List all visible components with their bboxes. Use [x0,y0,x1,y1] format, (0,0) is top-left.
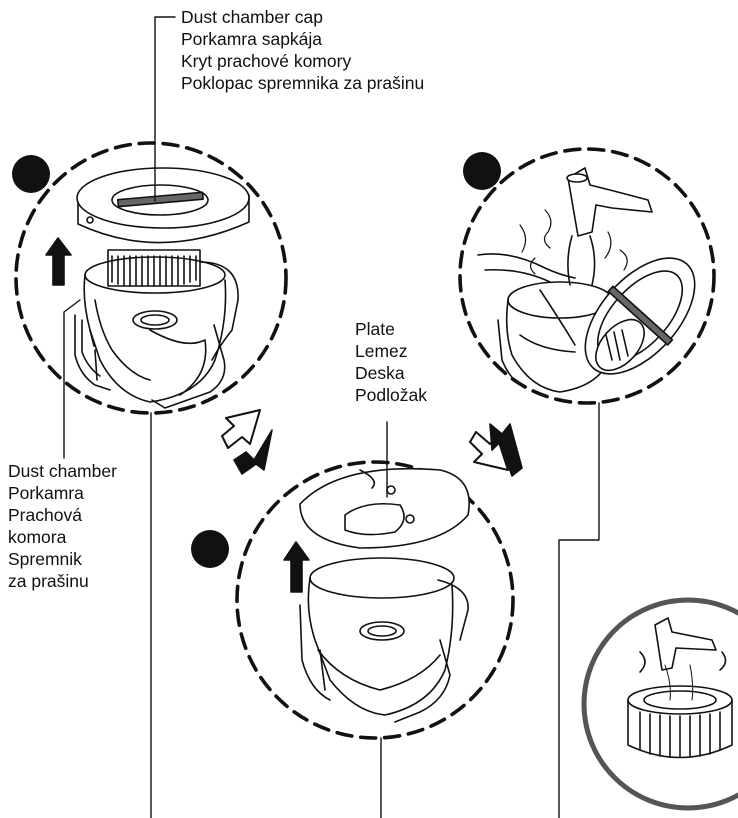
dust-chamber-cap-illustration [77,168,249,243]
filter-rinse-inset [584,600,738,808]
leader-step3 [559,403,599,818]
label-line: Podložak [355,384,427,406]
plate-illustration [300,469,469,548]
dust-chamber-label: Dust chamber Porkamra Prachová komora Sp… [8,460,117,592]
label-line: Plate [355,318,427,340]
leader-dust-chamber [64,300,80,458]
label-line: Dust chamber cap [181,6,424,28]
filter-cylinder [108,250,200,286]
chamber-body-step2 [300,558,468,722]
dust-chamber-cap-label: Dust chamber cap Porkamra sapkája Kryt p… [181,6,424,94]
up-arrow-icon [284,542,309,592]
leader-lines [64,17,599,818]
up-right-arrow-icon [470,424,522,476]
label-line: Spremnik [8,548,117,570]
plate-label: Plate Lemez Deska Podložak [355,318,427,406]
step-dot-icon [12,155,50,193]
label-line: komora [8,526,117,548]
label-line: Porkamra [8,482,117,504]
step2-detail [191,462,513,738]
step-dot-icon [191,530,229,568]
label-line: Lemez [355,340,427,362]
down-right-arrow-icon [222,410,272,474]
label-line: Poklopac spremnika za prašinu [181,72,424,94]
label-line: za prašinu [8,570,117,592]
step3-detail [460,149,715,403]
up-arrow-icon [46,238,71,285]
label-line: Deska [355,362,427,384]
label-line: Kryt prachové komory [181,50,424,72]
step-dot-icon [463,152,501,190]
label-line: Dust chamber [8,460,117,482]
label-line: Prachová [8,504,117,526]
step1-detail [12,143,286,413]
label-line: Porkamra sapkája [181,28,424,50]
